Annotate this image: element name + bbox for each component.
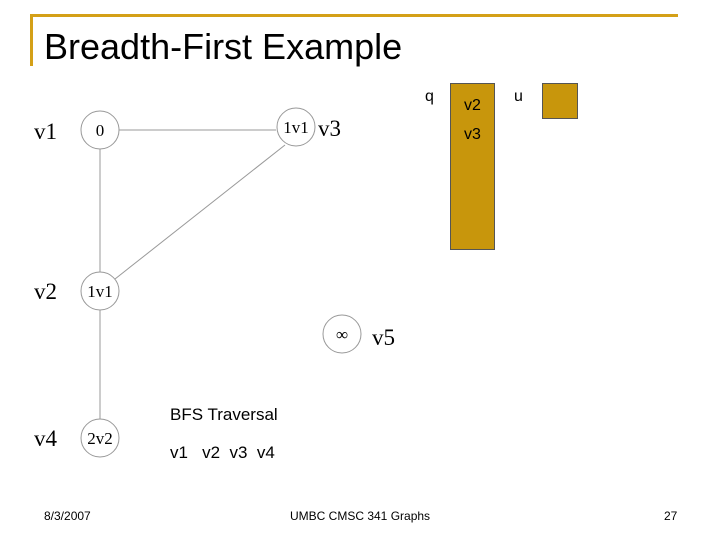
frame-left-rule <box>30 14 33 66</box>
node-v5-value: ∞ <box>336 325 348 344</box>
node-v2-circle <box>80 271 120 311</box>
current-vertex-label: u <box>514 88 523 105</box>
edge-v2-v3 <box>114 144 286 280</box>
node-v3: 1v1 v3 <box>276 107 341 147</box>
footer-date: 8/3/2007 <box>44 509 91 523</box>
node-v1: 0 v1 <box>34 110 120 150</box>
node-v2: 1v1 v2 <box>34 271 120 311</box>
node-v1-circle <box>80 110 120 150</box>
current-vertex-box <box>542 83 578 119</box>
node-v4: 2v2 v4 <box>34 418 120 458</box>
footer-course: UMBC CMSC 341 Graphs <box>290 509 431 523</box>
slide-title: Breadth-First Example <box>44 26 403 67</box>
node-v5: ∞ v5 <box>322 314 395 354</box>
bfs-traversal-order: v1 v2 v3 v4 <box>170 443 275 462</box>
node-v1-label: v1 <box>34 119 57 144</box>
node-v2-label: v2 <box>34 279 57 304</box>
node-v3-circle <box>276 107 316 147</box>
node-v4-circle <box>80 418 120 458</box>
node-v3-value: 1v1 <box>283 118 309 137</box>
queue-item: v3 <box>464 126 481 143</box>
node-v3-label: v3 <box>318 116 341 141</box>
node-v2-value: 1v1 <box>87 282 113 301</box>
node-v4-label: v4 <box>34 426 58 451</box>
frame-top-rule <box>30 14 678 17</box>
page-number: 27 <box>664 509 678 523</box>
queue-item: v2 <box>464 97 481 114</box>
node-v4-value: 2v2 <box>87 429 113 448</box>
bfs-traversal-title: BFS Traversal <box>170 405 278 424</box>
node-v1-value: 0 <box>96 121 105 140</box>
queue-box: v2 v3 <box>450 83 495 250</box>
node-v5-label: v5 <box>372 325 395 350</box>
queue-label: q <box>425 88 434 105</box>
node-v5-circle <box>322 314 362 354</box>
